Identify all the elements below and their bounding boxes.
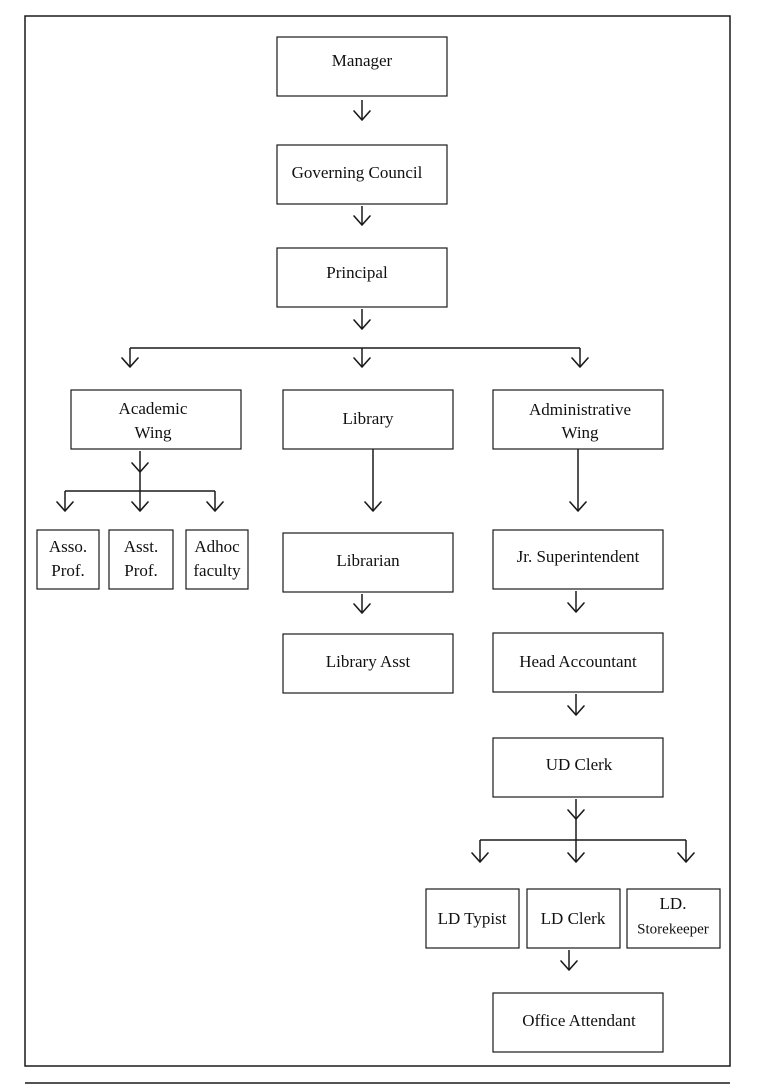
node-office-attendant-label: Office Attendant: [522, 1011, 636, 1030]
node-librarian: Librarian: [282, 532, 454, 593]
node-manager-label: Manager: [332, 51, 393, 70]
node-library-label: Library: [343, 409, 394, 428]
node-library-asst-label: Library Asst: [326, 652, 411, 671]
node-governing-council-label: Governing Council: [292, 163, 423, 182]
arrow-admin-jrsup: [569, 495, 587, 512]
node-ud-clerk-label: UD Clerk: [546, 755, 613, 774]
node-ld-clerk-label: LD Clerk: [541, 909, 606, 928]
arrow-to-academic: [121, 348, 139, 368]
arrow-udclerk-branch: [567, 799, 585, 820]
arrow-to-asso-prof: [56, 491, 74, 512]
node-ld-storekeeper: LD. Storekeeper: [626, 888, 721, 949]
node-office-attendant: Office Attendant: [492, 992, 664, 1053]
node-academic-wing-line1: Academic: [119, 399, 188, 418]
node-adhoc-faculty-line2: faculty: [193, 561, 241, 580]
node-asst-prof-line1: Asst.: [124, 537, 158, 556]
node-academic-wing: Academic Wing: [70, 389, 242, 450]
node-asst-prof-line2: Prof.: [124, 561, 158, 580]
arrow-jrsup-headacc: [567, 591, 585, 613]
arrow-library-librarian: [364, 495, 382, 512]
node-asso-prof-line1: Asso.: [49, 537, 87, 556]
node-academic-wing-line2: Wing: [134, 423, 172, 442]
arrow-headacc-udclerk: [567, 694, 585, 716]
node-ud-clerk: UD Clerk: [492, 737, 664, 798]
node-asso-prof-line2: Prof.: [51, 561, 85, 580]
arrow-to-admin: [571, 348, 589, 368]
node-asst-prof: Asst. Prof.: [108, 529, 174, 590]
node-library: Library: [282, 389, 454, 450]
node-asso-prof: Asso. Prof.: [36, 529, 100, 590]
arrow-to-adhoc: [206, 491, 224, 512]
node-head-accountant-label: Head Accountant: [519, 652, 637, 671]
arrow-council-principal: [353, 206, 371, 226]
node-head-accountant: Head Accountant: [492, 632, 664, 693]
arrow-principal-branch: [353, 309, 371, 330]
arrow-to-ld-storekeeper: [677, 840, 695, 863]
arrow-academic-branch: [131, 451, 149, 473]
node-adhoc-faculty: Adhoc faculty: [185, 529, 249, 590]
arrow-to-asst-prof: [131, 491, 149, 512]
node-administrative-wing: Administrative Wing: [492, 389, 664, 450]
arrow-librarian-asst: [353, 594, 371, 614]
node-ld-clerk: LD Clerk: [526, 888, 621, 949]
arrow-to-ld-clerk: [567, 840, 585, 863]
node-ld-typist: LD Typist: [425, 888, 520, 949]
node-administrative-wing-line1: Administrative: [529, 400, 631, 419]
node-adhoc-faculty-line1: Adhoc: [194, 537, 240, 556]
node-jr-superintendent-label: Jr. Superintendent: [517, 547, 640, 566]
node-principal-label: Principal: [326, 263, 388, 282]
arrow-to-ld-typist: [471, 840, 489, 863]
arrow-manager-council: [353, 100, 371, 121]
outer-frame: [24, 15, 731, 1067]
node-ld-storekeeper-line2: Storekeeper: [637, 921, 709, 937]
node-library-asst: Library Asst: [282, 633, 454, 694]
node-librarian-label: Librarian: [336, 551, 400, 570]
node-governing-council: Governing Council: [276, 144, 448, 205]
node-ld-storekeeper-line1: LD.: [660, 894, 687, 913]
node-ld-typist-label: LD Typist: [438, 909, 507, 928]
node-administrative-wing-line2: Wing: [561, 423, 599, 442]
arrow-to-library: [353, 348, 371, 368]
node-manager: Manager: [276, 36, 448, 97]
node-jr-superintendent: Jr. Superintendent: [492, 529, 664, 590]
node-principal: Principal: [276, 247, 448, 308]
arrow-ldclerk-attendant: [560, 950, 578, 971]
